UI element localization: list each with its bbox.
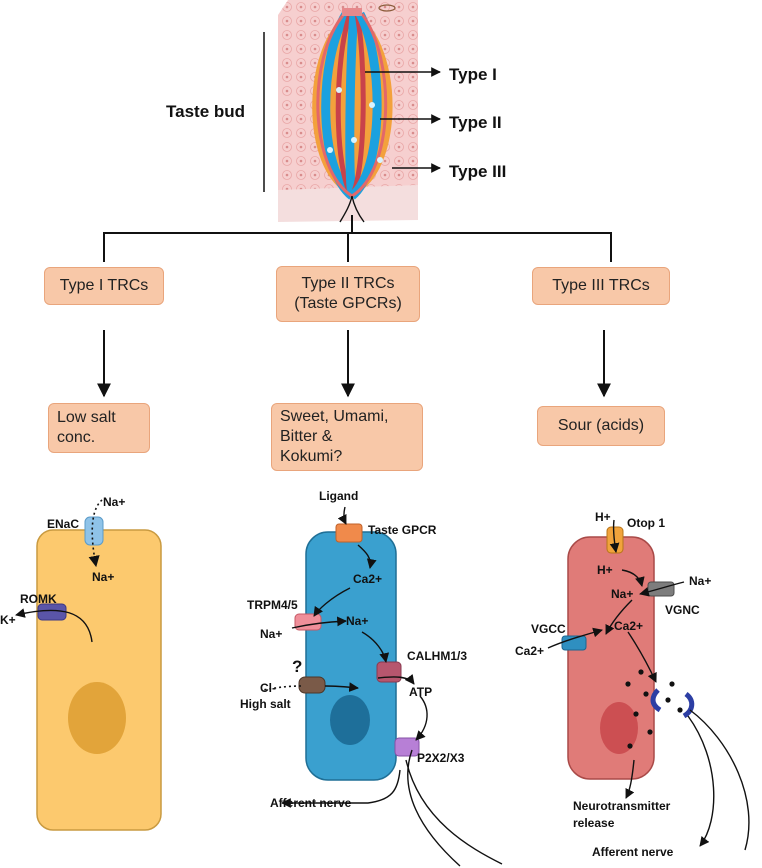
p2x-label: P2X2/X3: [417, 751, 465, 765]
afferent-nerve-label-3: Afferent nerve: [592, 845, 674, 859]
taste-gpcr-receptor: [335, 523, 363, 543]
trpm-channel: [294, 613, 322, 631]
type-ii-cell: Ligand Taste GPCR Ca2+ TRPM4/5 Na+ Na+ C…: [240, 489, 503, 867]
afferent-nerve-fiber: [407, 749, 461, 867]
type-i-nucleus: [68, 682, 126, 754]
type-iii-trcs-label: Type III TRCs: [552, 277, 650, 294]
sour-box: Sour (acids): [537, 406, 665, 446]
romk-label: ROMK: [20, 592, 57, 606]
afferent-nerve-fiber-3: [689, 709, 750, 851]
tree-connector: [103, 215, 612, 262]
ca-out-label: Ca2+: [515, 644, 544, 658]
calhm-channel: [376, 661, 402, 683]
type-ii-nucleus: [330, 695, 370, 745]
synapse-left: [650, 688, 662, 713]
enac-channel: [84, 516, 104, 546]
atp-label: ATP: [409, 685, 432, 699]
h-in-label: H+: [597, 563, 613, 577]
synapse-right: [682, 692, 695, 719]
neurotransmitter-label: Neurotransmitter: [573, 799, 671, 813]
taste-bud-illustration: [278, 0, 418, 223]
calhm-label: CALHM1/3: [407, 649, 467, 663]
na-in-label: Na+: [611, 587, 633, 601]
low-salt-line1: Low salt: [57, 409, 116, 426]
k-plus-label: K+: [0, 613, 16, 627]
type-iii-trcs-box: Type III TRCs: [532, 267, 670, 305]
na-in-label: Na+: [346, 614, 368, 628]
type-ii-trcs-box: Type II TRCs (Taste GPCRs): [276, 266, 420, 322]
type-ii-trcs-line2: (Taste GPCRs): [294, 295, 402, 312]
type-iii-label: Type III: [449, 162, 506, 181]
sweet-line1: Sweet, Umami,: [280, 408, 389, 425]
type-i-trcs-label: Type I TRCs: [59, 277, 149, 294]
na-out-label: Na+: [260, 627, 282, 641]
ca2-label: Ca2+: [353, 572, 382, 586]
low-salt-line2: conc.: [57, 429, 96, 446]
type-ii-trcs-line1: Type II TRCs: [301, 275, 395, 292]
vgcc-label: VGCC: [531, 622, 566, 636]
release-label: release: [573, 816, 615, 830]
question-mark: ?: [292, 657, 302, 676]
p2x-receptor: [394, 737, 420, 757]
h-out-label: H+: [595, 510, 611, 524]
type-i-label: Type I: [449, 65, 497, 84]
sweet-line2: Bitter &: [280, 428, 333, 445]
na-out-label: Na+: [689, 574, 711, 588]
ligand-label: Ligand: [319, 489, 358, 503]
type-iii-nucleus: [600, 702, 638, 754]
romk-channel: [37, 603, 67, 621]
type-i-trcs-box: Type I TRCs: [44, 267, 164, 305]
k-efflux-arrow: [15, 608, 93, 643]
sweet-umami-box: Sweet, Umami, Bitter & Kokumi?: [271, 403, 423, 471]
na-influx-arrow: [88, 499, 103, 568]
trpm-label: TRPM4/5: [247, 598, 298, 612]
ca-in-label: Ca2+: [614, 619, 643, 633]
sour-label: Sour (acids): [557, 417, 645, 434]
taste-bud-label: Taste bud: [166, 102, 245, 121]
na-in-label: Na+: [92, 570, 114, 584]
high-salt-label: High salt: [240, 697, 291, 711]
sweet-line3: Kokumi?: [280, 448, 343, 465]
cl-label: Cl-: [260, 681, 276, 695]
enac-label: ENaC: [47, 517, 79, 531]
low-salt-box: Low salt conc.: [48, 403, 150, 453]
vgnc-label: VGNC: [665, 603, 700, 617]
taste-gpcr-label: Taste GPCR: [368, 523, 437, 537]
tissue-base: [278, 185, 418, 222]
type-ii-label: Type II: [449, 113, 502, 132]
taste-pore: [342, 8, 362, 16]
type-i-cell: ENaC Na+ Na+ ROMK K+: [0, 495, 162, 831]
na-out-label: Na+: [103, 495, 125, 509]
chloride-channel: [298, 676, 326, 694]
type-iii-cell: H+ Otop 1 H+ Na+ Na+ VGNC VGCC Ca2+ Ca2+…: [515, 510, 750, 859]
otop1-label: Otop 1: [627, 516, 665, 530]
afferent-nerve-label: Afferent nerve: [270, 796, 352, 810]
